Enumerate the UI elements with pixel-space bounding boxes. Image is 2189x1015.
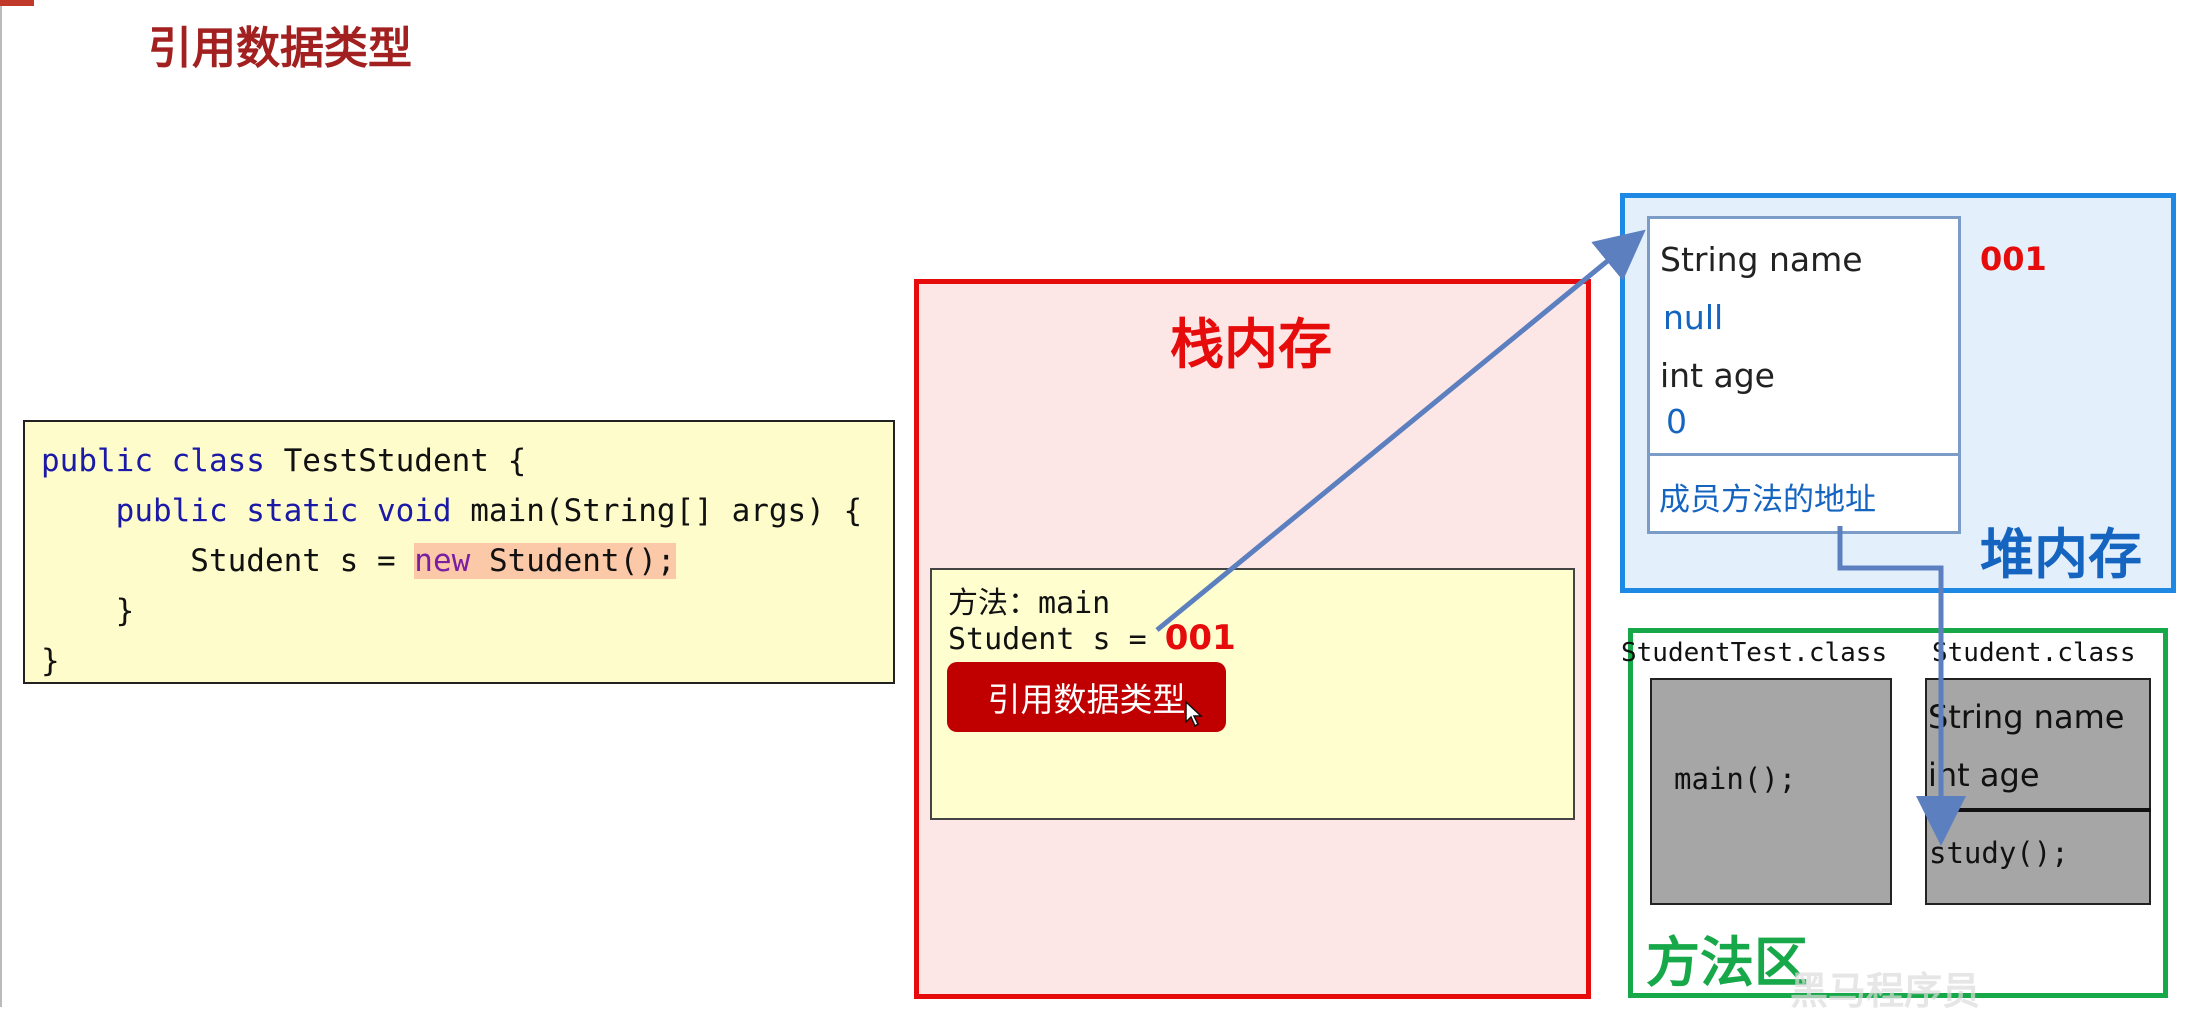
object-divider [1647,453,1961,456]
object-field-name-value: null [1663,298,1724,337]
code-text: main(String[] args) { [451,493,863,529]
student-class-label: Student.class [1932,638,2136,668]
heap-memory-title: 堆内存 [1980,523,2142,586]
code-keyword: public static void [115,493,452,529]
reference-type-badge[interactable]: 引用数据类型 [947,662,1226,732]
code-line-5: } [41,643,60,679]
mouse-cursor-icon [1184,700,1204,732]
code-text [41,493,116,529]
stack-memory-title: 栈内存 [1170,313,1332,376]
main-method-entry: main(); [1674,762,1797,796]
studenttest-class-label: StudentTest.class [1621,638,1888,668]
watermark: 黑马程序员 [1790,969,1981,1013]
class-field-name: String name [1928,698,2125,736]
frame-variable-line: Student s = 001 [948,618,1236,658]
object-field-name: String name [1660,240,1863,279]
code-line-4: } [41,593,135,629]
student-object [1647,216,1961,534]
code-line-3: Student s = new Student(); [41,536,893,586]
code-block: public class TestStudent { public static… [23,420,895,684]
code-line-2: public static void main(String[] args) { [41,486,893,536]
class-box-divider [1925,808,2151,812]
variable-declaration: Student s = [948,622,1165,657]
slide-title: 引用数据类型 [148,23,412,74]
code-text: Student s = [41,543,415,579]
code-keyword: public class [41,443,265,479]
frame-method-line: 方法：main [948,586,1111,621]
object-address: 001 [1980,240,2047,278]
code-text: TestStudent { [264,443,527,479]
left-edge-line [0,0,2,1007]
code-line-1: public class TestStudent { [41,436,893,486]
reference-type-badge-label: 引用数据类型 [987,680,1186,719]
code-text: Student(); [470,543,676,579]
variable-reference-value: 001 [1164,618,1236,658]
object-field-age-value: 0 [1666,402,1687,441]
study-method-entry: study(); [1929,836,2069,870]
object-field-age: int age [1660,356,1775,395]
code-keyword-new: new [414,543,471,579]
class-field-age: int age [1928,756,2040,794]
code-highlight: new Student(); [414,543,676,579]
student-class-box [1925,678,2151,905]
member-method-address: 成员方法的地址 [1659,482,1876,518]
slide-corner-mark [0,0,34,6]
method-area-title: 方法区 [1646,931,1808,994]
